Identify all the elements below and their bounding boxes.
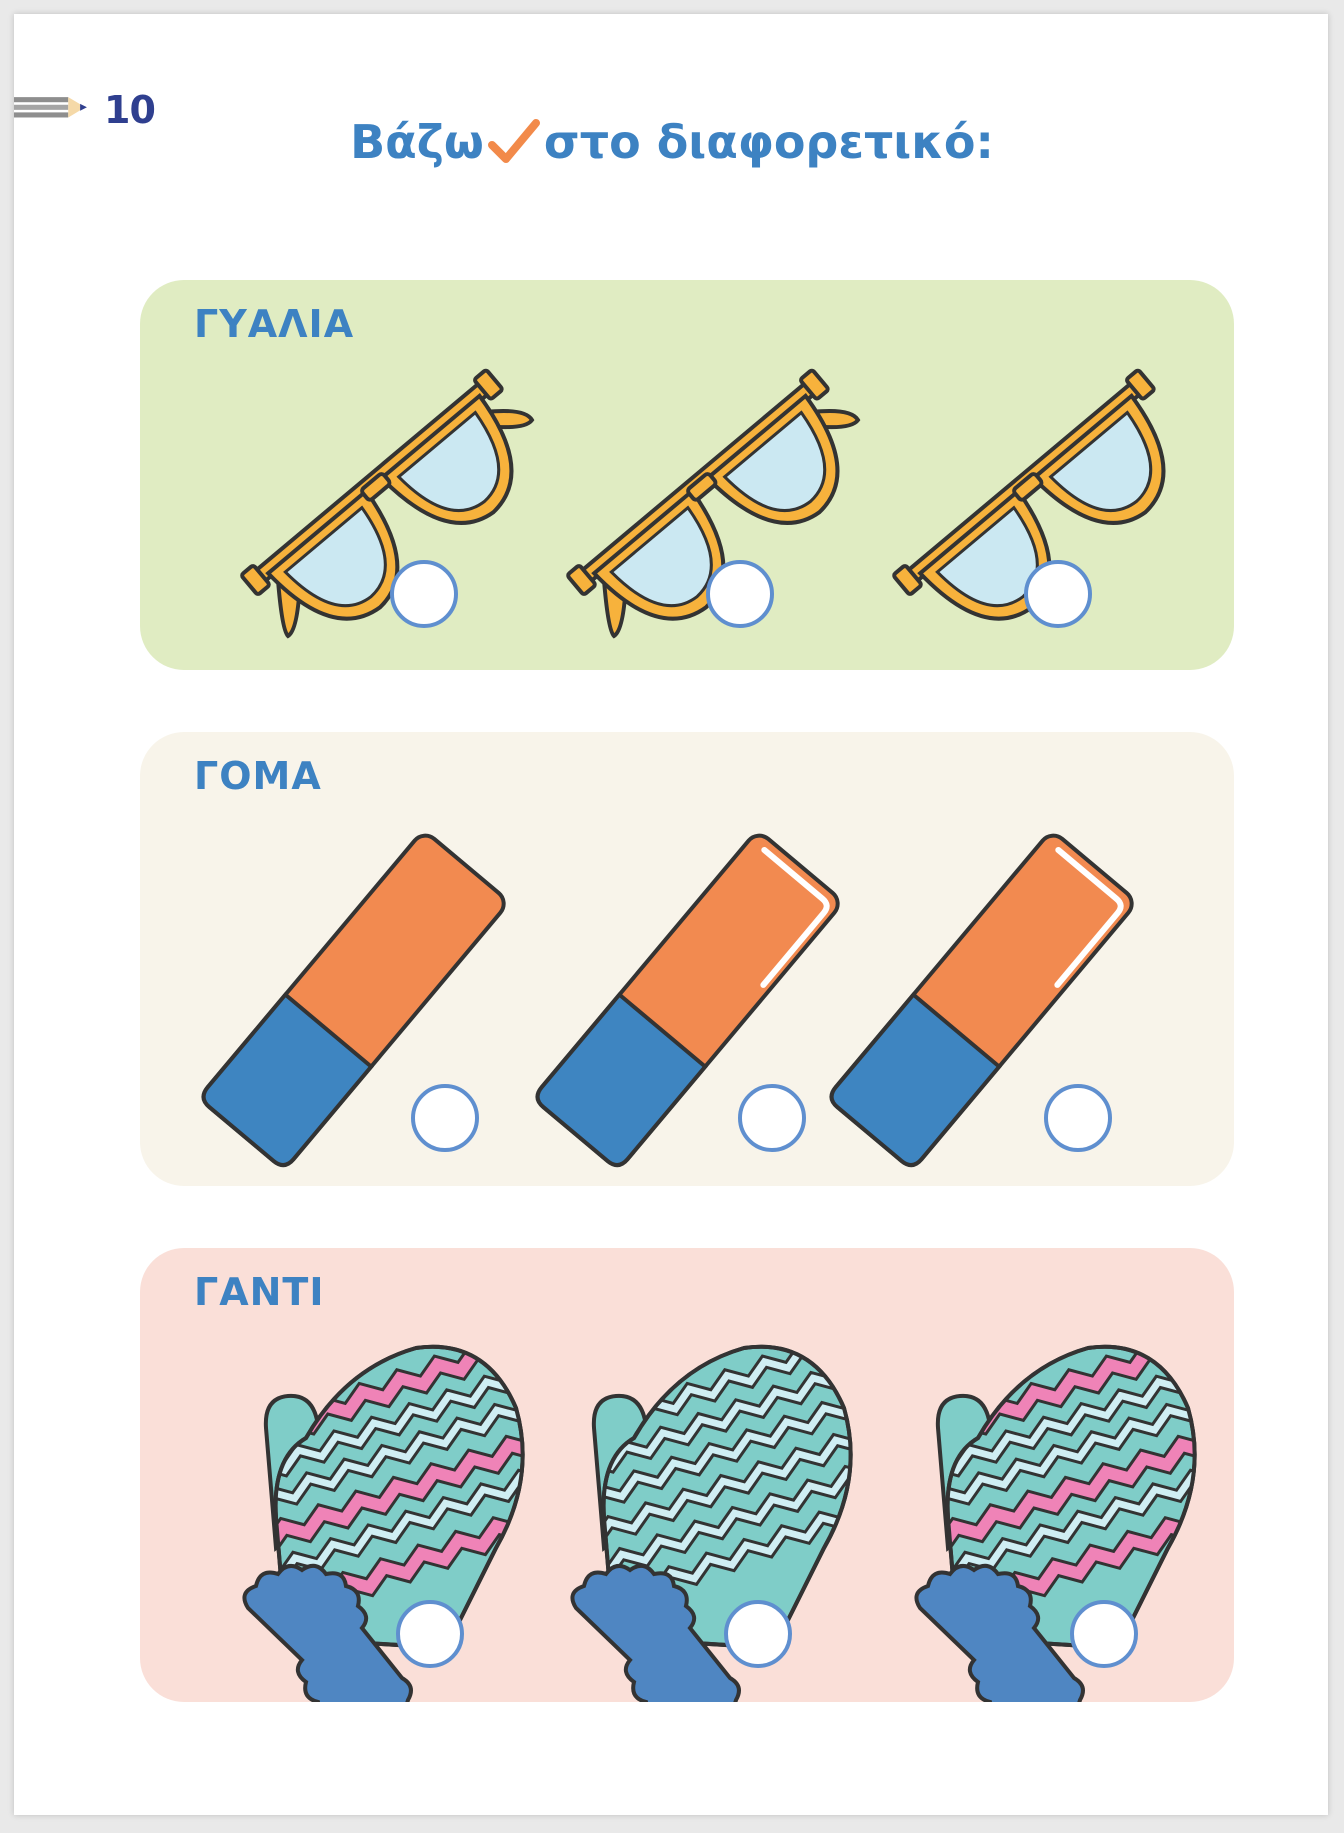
eraser-icon [824,827,1140,1173]
answer-circle[interactable] [1070,1600,1138,1668]
answer-circle[interactable] [1024,560,1092,628]
answer-circle[interactable] [396,1600,464,1668]
panel-label-mitten: ΓΑΝΤΙ [194,1270,325,1314]
panel-label-eraser: ΓΟΜΑ [194,754,322,798]
instruction-text-after: στο διαφορετικό: [543,115,994,169]
panel-mitten: ΓΑΝΤΙ [140,1248,1234,1702]
mitten-icon [862,1336,1232,1702]
answer-circle[interactable] [724,1600,792,1668]
glasses-icon [239,367,562,665]
glasses-row-art [239,367,1214,665]
mitten-icon [518,1336,884,1702]
panel-eraser: ΓΟΜΑ [140,732,1234,1186]
panel-label-glasses: ΓΥΑΛΙΑ [194,302,355,346]
answer-circle[interactable] [1044,1084,1112,1152]
glasses-icon [565,367,888,665]
page-number: 10 [104,88,156,132]
mitten-icon [190,1336,560,1702]
panel-glasses: ΓΥΑΛΙΑ [140,280,1234,670]
eraser-icon [530,827,846,1173]
answer-circle[interactable] [411,1084,479,1152]
answer-circle[interactable] [738,1084,806,1152]
instruction-title: Βάζω στο διαφορετικό: [0,115,1344,169]
eraser-row-art [196,827,1140,1173]
answer-circle[interactable] [390,560,458,628]
answer-circle[interactable] [706,560,774,628]
instruction-text-before: Βάζω [350,115,484,169]
mitten-row-art [140,1248,1234,1702]
pencil-icon [14,97,87,118]
checkmark-icon [487,119,540,163]
